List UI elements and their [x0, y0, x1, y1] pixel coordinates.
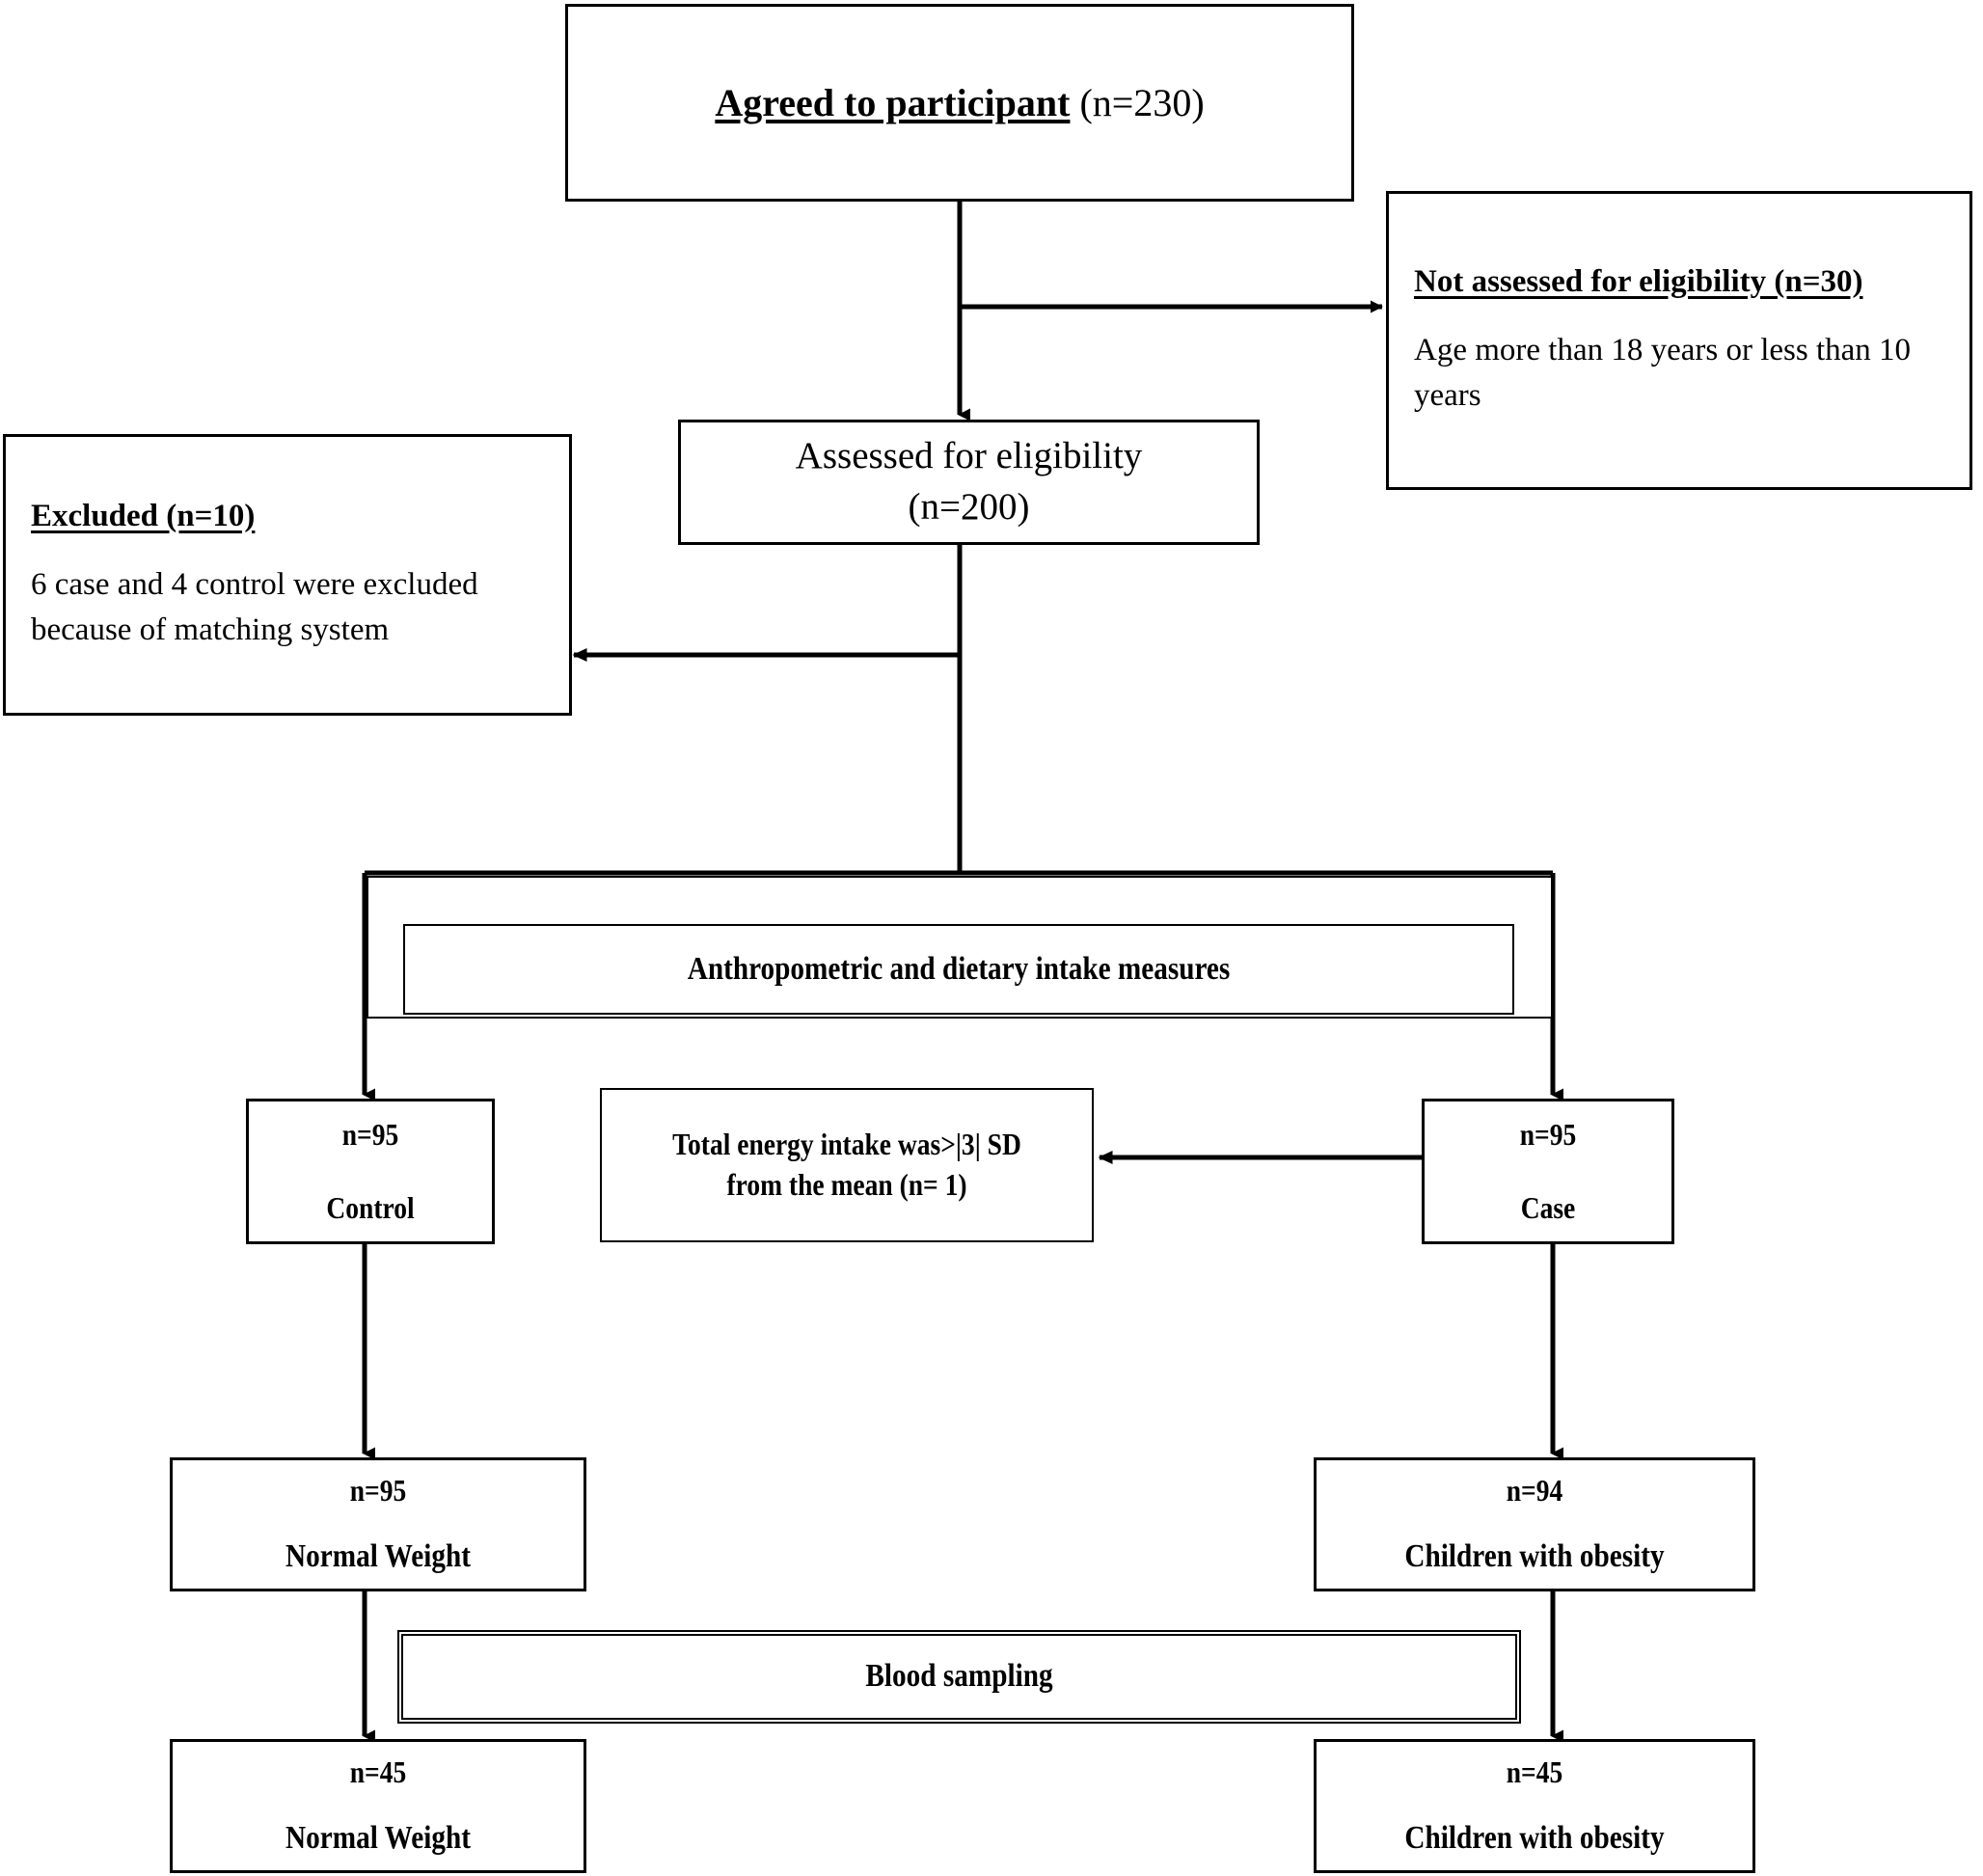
agreed-header: Agreed to participant — [715, 80, 1071, 124]
node-normal-weight-45: n=45 Normal Weight — [170, 1739, 586, 1873]
node-assessed-for-eligibility: Assessed for eligibility (n=200) — [678, 420, 1260, 545]
node-not-assessed-for-eligibility: Not assessed for eligibility (n=30) Age … — [1386, 191, 1972, 490]
node-normal-weight-95: n=95 Normal Weight — [170, 1457, 586, 1591]
node-case: n=95 Case — [1422, 1099, 1674, 1244]
control-count: n=95 — [341, 1116, 399, 1152]
energy-excluded-line-2: from the mean (n= 1) — [726, 1167, 967, 1202]
control-label: Control — [326, 1189, 415, 1225]
node-anthropometric-measures: Anthropometric and dietary intake measur… — [403, 924, 1514, 1015]
agreed-count: (n=230) — [1079, 80, 1205, 124]
excluded-header: Excluded (n=10) — [31, 498, 256, 533]
obesity-94-count: n=94 — [1506, 1472, 1563, 1508]
case-count: n=95 — [1519, 1116, 1577, 1152]
normal-weight-95-label: Normal Weight — [285, 1538, 471, 1575]
normal-weight-95-count: n=95 — [349, 1472, 407, 1508]
node-agreed-to-participant: Agreed to participant (n=230) — [565, 4, 1354, 202]
obesity-94-label: Children with obesity — [1404, 1538, 1665, 1575]
assessed-line-1: Assessed for eligibility — [795, 435, 1143, 477]
obesity-45-label: Children with obesity — [1404, 1820, 1665, 1857]
normal-weight-45-label: Normal Weight — [285, 1820, 471, 1857]
case-label: Case — [1520, 1189, 1576, 1225]
anthropometric-label: Anthropometric and dietary intake measur… — [687, 950, 1231, 987]
excluded-body: 6 case and 4 control were excluded becau… — [31, 566, 478, 648]
node-blood-sampling: Blood sampling — [401, 1634, 1517, 1720]
not-assessed-header: Not assessed for eligibility (n=30) — [1414, 263, 1863, 299]
assessed-line-2: (n=200) — [908, 486, 1030, 528]
blood-sampling-label: Blood sampling — [865, 1658, 1053, 1695]
node-obesity-94: n=94 Children with obesity — [1314, 1457, 1755, 1591]
node-obesity-45: n=45 Children with obesity — [1314, 1739, 1755, 1873]
energy-excluded-line-1: Total energy intake was>|3| SD — [672, 1127, 1021, 1162]
obesity-45-count: n=45 — [1506, 1754, 1563, 1789]
not-assessed-body: Age more than 18 years or less than 10 y… — [1414, 332, 1912, 414]
node-control: n=95 Control — [246, 1099, 495, 1244]
normal-weight-45-count: n=45 — [349, 1754, 407, 1789]
node-energy-intake-excluded: Total energy intake was>|3| SD from the … — [600, 1088, 1094, 1242]
agreed-text: Agreed to participant (n=230) — [568, 79, 1351, 127]
node-excluded: Excluded (n=10) 6 case and 4 control wer… — [3, 434, 572, 716]
